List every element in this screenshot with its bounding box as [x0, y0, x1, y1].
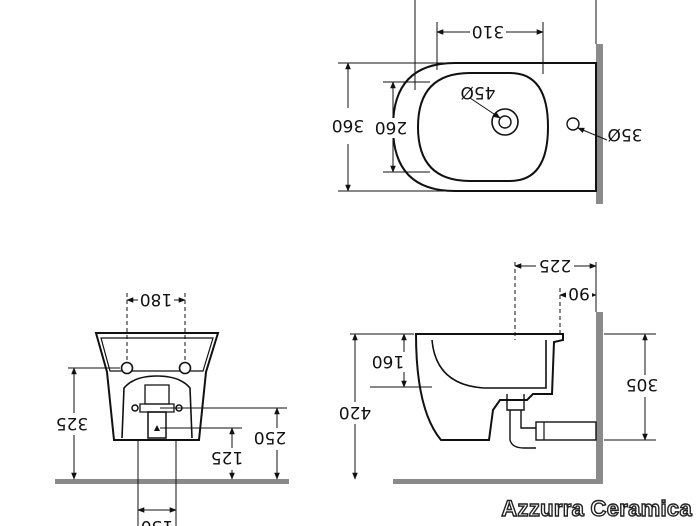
drain-inner: [498, 115, 512, 129]
top-basin: [416, 72, 550, 182]
waste-pipe: [535, 421, 597, 441]
dim-310: 310: [472, 21, 504, 41]
side-body-outline: [414, 333, 564, 441]
dim-90: 90: [568, 283, 590, 303]
dim-125: 125: [211, 447, 243, 467]
brand-watermark: Azzurra Ceramica: [501, 495, 693, 521]
dim-360: 360: [332, 115, 364, 135]
dim-250: 250: [254, 427, 286, 447]
dim-hole-35: 35Ø: [607, 124, 642, 144]
side-bowl: [431, 339, 547, 389]
wall: [596, 44, 603, 204]
front-body-outline: [94, 332, 220, 441]
dim-325: 325: [56, 413, 88, 433]
side-drain: [506, 394, 536, 449]
floor-front: [55, 479, 289, 484]
front-cavity: [121, 375, 193, 439]
mount-hole-left: [120, 361, 134, 375]
side-view: 225 90 160 420 305: [336, 255, 662, 484]
dim-260: 260: [375, 117, 407, 137]
fixing-hole: [566, 117, 580, 131]
dim-160: 160: [372, 351, 404, 371]
floor-side: [393, 479, 603, 484]
top-view: 310 360 260 45Ø 35Ø: [332, 0, 643, 204]
dim-180: 180: [140, 289, 172, 309]
mount-hole-right: [178, 361, 192, 375]
wall-side: [596, 312, 603, 484]
front-view: 180 325 250 125 130: [55, 289, 290, 526]
dim-hole-45: 45Ø: [460, 82, 495, 102]
dim-305: 305: [626, 374, 658, 394]
dim-bottom-partial: 130: [141, 516, 173, 526]
dim-225: 225: [539, 255, 571, 275]
dim-420: 420: [339, 402, 371, 422]
